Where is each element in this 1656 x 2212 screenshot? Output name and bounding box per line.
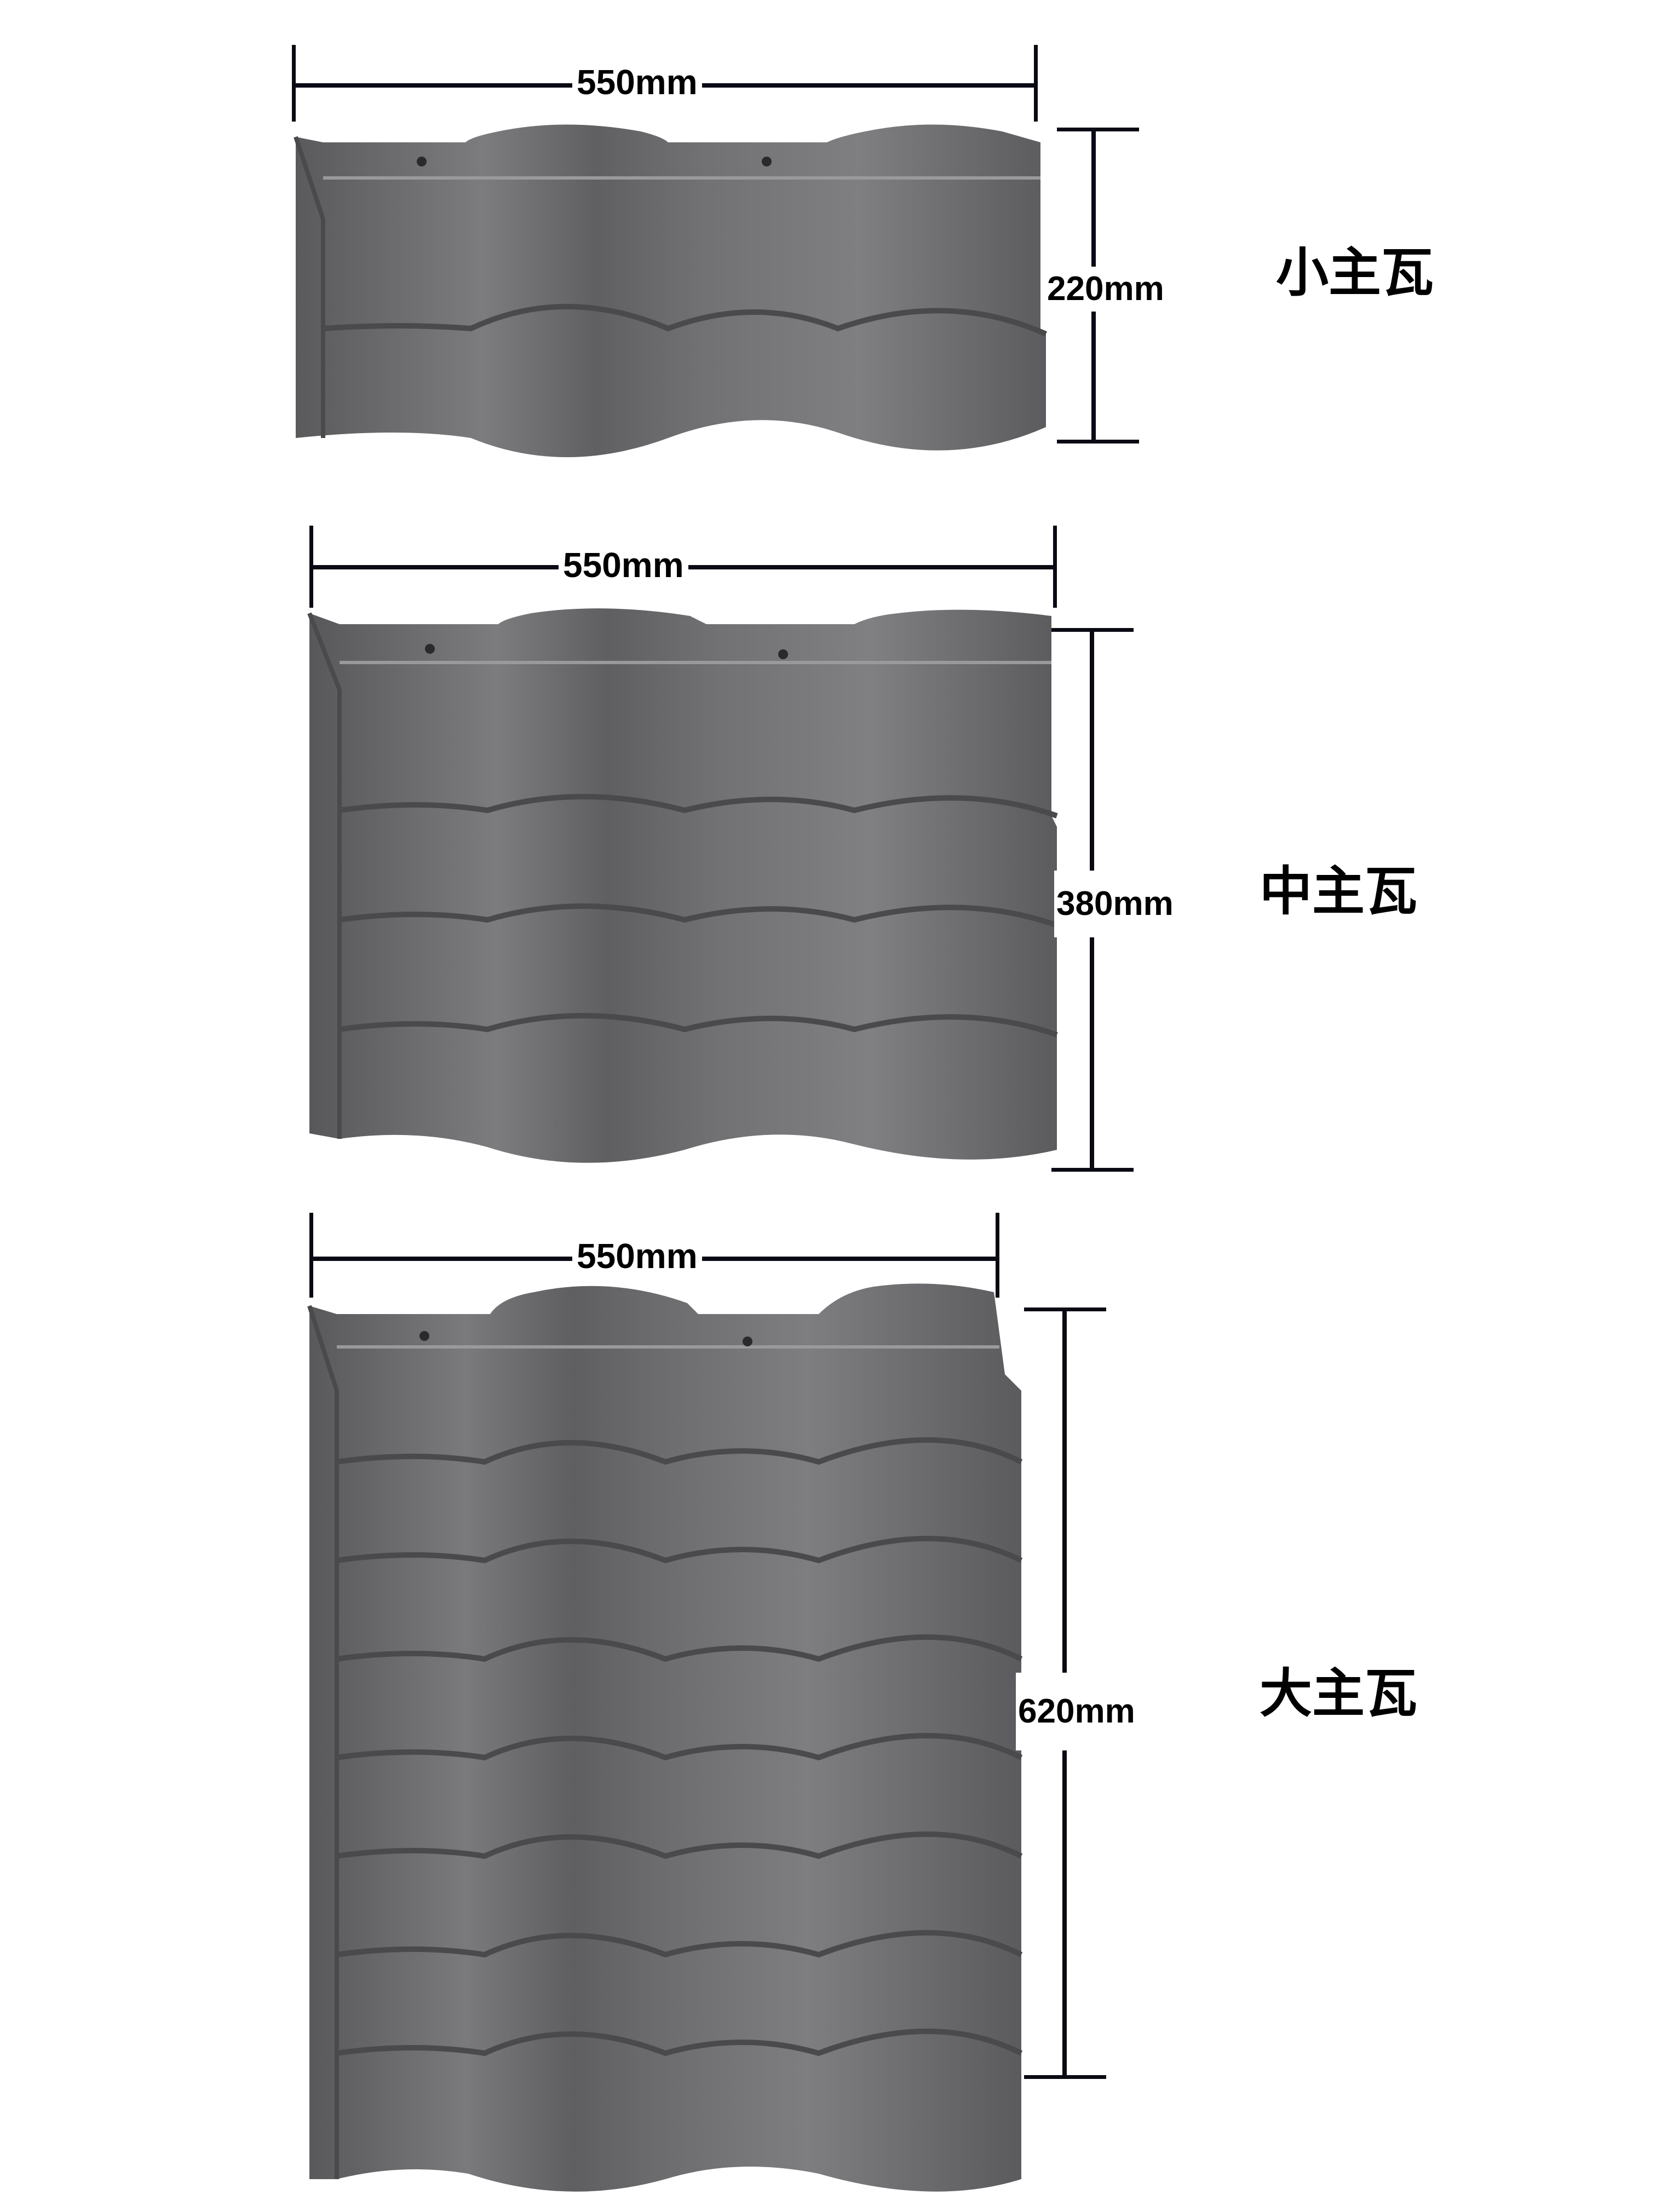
height-label: 380mm: [1054, 871, 1176, 937]
width-label: 550mm: [572, 65, 702, 100]
height-dimension-top-tick: [1057, 128, 1139, 131]
height-label: 620mm: [1016, 1673, 1137, 1750]
tile-name-label: 中主瓦: [1260, 861, 1417, 922]
width-label: 550mm: [572, 1239, 702, 1274]
tile-name-label: 大主瓦: [1260, 1663, 1417, 1724]
tile-image-large: [307, 1283, 1023, 2192]
height-dimension-bottom-tick: [1057, 440, 1139, 443]
tile-name-label: 小主瓦: [1276, 242, 1434, 303]
width-dimension-right-tick: [996, 1213, 999, 1298]
tile-image-small: [294, 124, 1048, 457]
width-label: 550mm: [559, 548, 688, 583]
height-dimension-bottom-tick: [1051, 1168, 1134, 1172]
width-dimension-right-tick: [1053, 526, 1057, 608]
width-dimension-left-tick: [309, 1213, 313, 1298]
height-label: 220mm: [1045, 267, 1166, 312]
tile-image-medium: [307, 608, 1058, 1163]
height-dimension-bottom-tick: [1024, 2075, 1106, 2079]
